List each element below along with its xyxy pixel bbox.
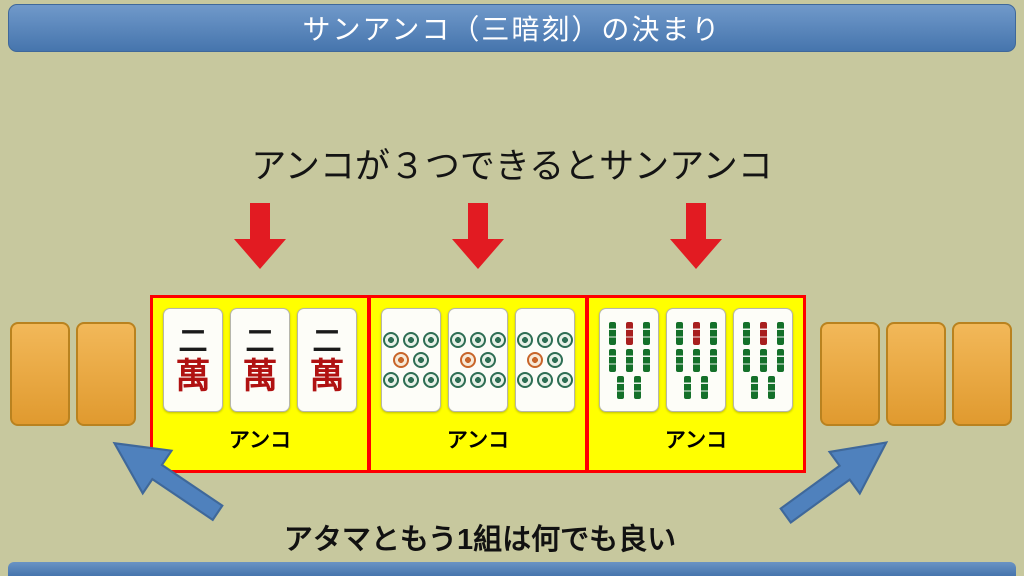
man-number-char: 二 xyxy=(312,323,342,358)
circle-icon xyxy=(480,352,496,368)
bamboo-icon xyxy=(709,321,717,345)
arrow-head xyxy=(234,239,286,269)
facedown-tile xyxy=(952,322,1012,426)
bamboo-icon xyxy=(617,375,624,399)
bamboo-icon xyxy=(776,321,784,345)
circle-icon xyxy=(517,332,533,348)
circle-icon xyxy=(490,332,506,348)
circle-icon xyxy=(517,372,533,388)
circle-icon xyxy=(557,332,573,348)
circle-icon xyxy=(557,372,573,388)
circle-icon xyxy=(423,332,439,348)
bamboo-icon xyxy=(642,348,650,372)
man-suit-char: 萬 xyxy=(309,355,345,397)
sou-tile xyxy=(599,308,659,412)
man-suit-char: 萬 xyxy=(242,355,278,397)
man-number-char: 二 xyxy=(178,323,208,358)
sou-tile xyxy=(733,308,793,412)
bamboo-icon xyxy=(751,375,758,399)
title-bar: サンアンコ（三暗刻）の決まり xyxy=(8,4,1016,52)
circle-icon xyxy=(537,372,553,388)
bamboo-icon xyxy=(642,321,650,345)
facedown-tile xyxy=(820,322,880,426)
bamboo-icon xyxy=(768,375,775,399)
tiles-row xyxy=(599,308,793,412)
pin-tile xyxy=(381,308,441,412)
bamboo-icon xyxy=(759,348,767,372)
anko-group-sou: アンコ xyxy=(586,295,806,473)
bamboo-icon xyxy=(701,375,708,399)
facedown-tile xyxy=(76,322,136,426)
red-down-arrow-icon xyxy=(234,203,286,269)
circle-icon xyxy=(470,332,486,348)
facedown-tile xyxy=(10,322,70,426)
man-number-char: 二 xyxy=(245,323,275,358)
man-tile: 二 萬 xyxy=(297,308,357,412)
bamboo-icon xyxy=(634,375,641,399)
facedown-tile-group-left xyxy=(10,322,136,426)
bamboo-icon xyxy=(675,321,683,345)
sou-tile xyxy=(666,308,726,412)
bamboo-icon xyxy=(608,321,616,345)
arrow-head xyxy=(670,239,722,269)
arrow-shaft xyxy=(686,203,706,239)
bamboo-icon xyxy=(675,348,683,372)
man-suit-char: 萬 xyxy=(175,355,211,397)
footer-bar xyxy=(8,562,1016,576)
circle-icon xyxy=(450,332,466,348)
anko-label: アンコ xyxy=(664,429,728,452)
tiles-row: 二 萬 二 萬 二 萬 xyxy=(163,308,357,412)
bamboo-icon xyxy=(742,321,750,345)
pin-tile xyxy=(515,308,575,412)
circle-icon xyxy=(403,372,419,388)
circle-icon xyxy=(403,332,419,348)
bamboo-icon xyxy=(608,348,616,372)
circle-icon xyxy=(470,372,486,388)
caption-top: アンコが３つできるとサンアンコ xyxy=(251,147,773,186)
bamboo-icon xyxy=(625,321,633,345)
bamboo-icon xyxy=(692,321,700,345)
arrow-head xyxy=(452,239,504,269)
circle-icon xyxy=(393,352,409,368)
facedown-tile xyxy=(886,322,946,426)
red-down-arrow-icon xyxy=(670,203,722,269)
circle-icon xyxy=(450,372,466,388)
caption-bottom: アタマともう1組は何でも良い xyxy=(283,524,677,556)
bamboo-icon xyxy=(742,348,750,372)
circle-icon xyxy=(383,372,399,388)
blue-up-right-arrow-icon xyxy=(779,441,889,524)
circle-icon xyxy=(460,352,476,368)
pin-tile xyxy=(448,308,508,412)
man-tile: 二 萬 xyxy=(230,308,290,412)
bamboo-icon xyxy=(776,348,784,372)
circle-icon xyxy=(383,332,399,348)
anko-label: アンコ xyxy=(228,429,292,452)
bamboo-icon xyxy=(625,348,633,372)
tiles-row xyxy=(381,308,575,412)
circle-icon xyxy=(547,352,563,368)
man-tile: 二 萬 xyxy=(163,308,223,412)
anko-label: アンコ xyxy=(446,429,510,452)
red-down-arrow-icon xyxy=(452,203,504,269)
bamboo-icon xyxy=(684,375,691,399)
circle-icon xyxy=(527,352,543,368)
facedown-tile-group-right xyxy=(820,322,1012,426)
arrow-shaft xyxy=(250,203,270,239)
circle-icon xyxy=(537,332,553,348)
bamboo-icon xyxy=(709,348,717,372)
circle-icon xyxy=(490,372,506,388)
page-title: サンアンコ（三暗刻）の決まり xyxy=(302,14,722,45)
bamboo-icon xyxy=(759,321,767,345)
arrow-shaft xyxy=(468,203,488,239)
circle-icon xyxy=(423,372,439,388)
anko-group-man: 二 萬 二 萬 二 萬 アンコ xyxy=(150,295,370,473)
blue-up-left-arrow-icon xyxy=(112,441,224,522)
bamboo-icon xyxy=(692,348,700,372)
anko-group-pin: アンコ xyxy=(368,295,588,473)
circle-icon xyxy=(413,352,429,368)
